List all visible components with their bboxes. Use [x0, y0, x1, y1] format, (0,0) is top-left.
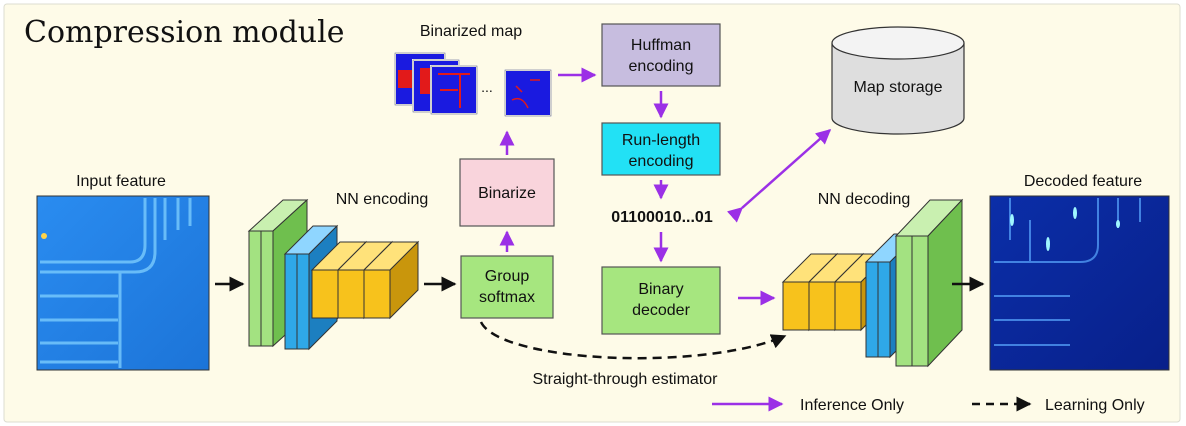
- nn-encoding-label: NN encoding: [336, 191, 429, 208]
- diagram-title: Compression module: [24, 15, 344, 50]
- legend: Inference Only Learning Only: [712, 396, 1145, 414]
- binarize-block: Binarize: [459, 158, 555, 227]
- binarized-map-label: Binarized map: [420, 23, 522, 40]
- binary-decoder-label-1: Binary: [638, 281, 683, 298]
- arrow-bitstream-storage: [726, 129, 832, 223]
- nn-encoder: [247, 198, 420, 351]
- nn-decoding-label: NN decoding: [818, 191, 911, 208]
- huffman-label-1: Huffman: [631, 37, 691, 54]
- group-softmax-label-1: Group: [485, 268, 530, 285]
- binarize-label: Binarize: [478, 185, 536, 202]
- input-feature-label: Input feature: [76, 173, 166, 190]
- runlength-encoding-block: Run-length encoding: [601, 122, 721, 176]
- runlength-label-1: Run-length: [622, 132, 700, 149]
- straight-through-label: Straight-through estimator: [533, 371, 719, 388]
- huffman-label-2: encoding: [629, 58, 694, 75]
- nn-decoder: [781, 198, 964, 368]
- binary-decoder-block: Binary decoder: [601, 266, 721, 335]
- legend-inference-label: Inference Only: [800, 397, 904, 414]
- input-feature-map: [36, 195, 210, 371]
- decoded-feature-map: [989, 195, 1170, 371]
- binary-decoder-label-2: decoder: [632, 302, 690, 319]
- binarized-map-stack: [394, 52, 552, 117]
- runlength-label-2: encoding: [629, 153, 694, 170]
- map-storage-cylinder: Map storage: [831, 26, 965, 135]
- decoded-feature-label: Decoded feature: [1024, 173, 1142, 190]
- group-softmax-block: Group softmax: [460, 255, 554, 319]
- legend-learning-label: Learning Only: [1045, 397, 1145, 414]
- group-softmax-label-2: softmax: [479, 289, 535, 306]
- arrow-straight-through: [479, 321, 787, 360]
- map-storage-label: Map storage: [854, 79, 943, 96]
- huffman-encoding-block: Huffman encoding: [601, 23, 721, 87]
- bitstream-text: 01100010...01: [611, 209, 713, 226]
- map-ellipsis: ...: [481, 79, 493, 95]
